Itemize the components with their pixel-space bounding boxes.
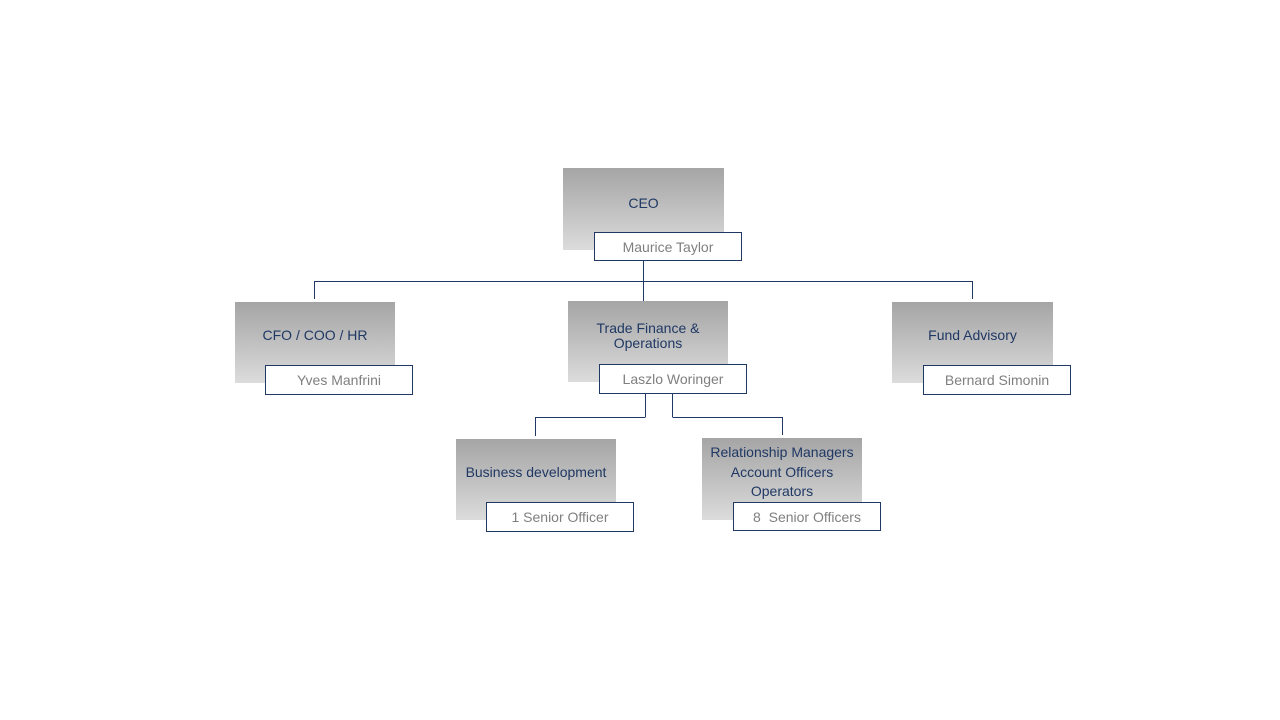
role-label-relationship-managers-line2: Account Officers (730, 463, 834, 480)
name-box-ceo: Maurice Taylor (594, 232, 742, 261)
role-label-relationship-managers-line1: Relationship Managers (710, 444, 854, 460)
role-label-trade-finance-line1: Trade Finance & (596, 319, 700, 336)
role-label-trade-finance: Trade Finance & Operations (596, 319, 700, 351)
name-box-relationship-managers: 8 Senior Officers (733, 502, 881, 531)
role-label-relationship-managers: Relationship Managers Account Officers O… (710, 443, 853, 502)
name-box-trade-finance: Laszlo Woringer (599, 364, 747, 394)
name-box-business-development: 1 Senior Officer (486, 502, 634, 532)
name-label-trade-finance: Laszlo Woringer (622, 371, 724, 387)
name-label-business-development: 1 Senior Officer (511, 509, 609, 525)
name-label-fund-advisory: Bernard Simonin (944, 372, 1050, 388)
role-label-trade-finance-line2: Operations (613, 334, 683, 351)
role-label-cfo-coo-hr: CFO / COO / HR (262, 327, 368, 343)
name-label-relationship-managers: 8 Senior Officers (753, 508, 861, 525)
role-label-fund-advisory: Fund Advisory (928, 327, 1017, 343)
name-label-cfo-coo-hr: Yves Manfrini (296, 372, 382, 388)
name-label-ceo: Maurice Taylor (622, 238, 714, 255)
role-label-ceo: CEO (628, 194, 659, 211)
role-label-business-development: Business development (465, 464, 607, 480)
name-box-fund-advisory: Bernard Simonin (923, 365, 1071, 395)
role-label-relationship-managers-line3: Operators (750, 483, 814, 499)
name-box-cfo-coo-hr: Yves Manfrini (265, 365, 413, 395)
